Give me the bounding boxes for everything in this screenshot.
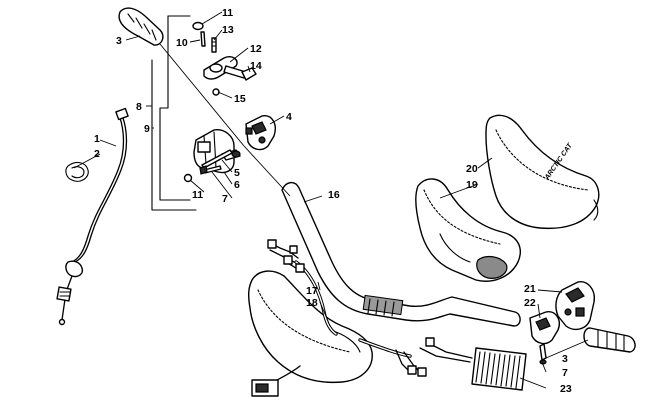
callout-18: 18 xyxy=(306,297,318,309)
callout-14: 14 xyxy=(250,60,262,72)
callout-13: 13 xyxy=(222,24,234,36)
callout-21: 21 xyxy=(524,283,536,295)
switch-housing-left xyxy=(245,115,276,151)
callout-7-left: 7 xyxy=(222,193,228,205)
throttle-lever xyxy=(203,56,257,81)
callout-2: 2 xyxy=(94,148,100,160)
hand-guard-cover-19 xyxy=(415,178,521,282)
left-grip xyxy=(118,7,164,46)
callout-10: 10 xyxy=(176,37,188,49)
callout-19: 19 xyxy=(466,179,478,191)
callout-16: 16 xyxy=(328,189,340,201)
right-grip xyxy=(583,327,636,353)
hand-guard-18 xyxy=(247,270,373,384)
screw-lower xyxy=(183,165,222,183)
callout-15: 15 xyxy=(234,93,246,105)
callout-12: 12 xyxy=(250,43,262,55)
callout-7-right: 7 xyxy=(562,367,568,379)
callout-22: 22 xyxy=(524,297,536,309)
callout-11-top: 11 xyxy=(222,7,233,19)
callout-1: 1 xyxy=(94,133,100,145)
callout-11-lower: 11 xyxy=(192,189,203,201)
callout-20: 20 xyxy=(466,163,478,175)
callout-5: 5 xyxy=(234,167,240,179)
callout-3-top: 3 xyxy=(116,35,122,47)
heating-element xyxy=(471,347,527,391)
hardware-top xyxy=(192,21,220,96)
handlebar xyxy=(281,181,521,327)
callout-17: 17 xyxy=(306,285,318,297)
callout-9: 9 xyxy=(144,123,150,135)
leader-lines xyxy=(73,11,589,389)
callout-3-bottom: 3 xyxy=(562,353,568,365)
wiring-harness-lower xyxy=(251,337,473,397)
callout-23: 23 xyxy=(560,383,572,395)
switch-housing-right xyxy=(529,281,595,365)
throttle-cable xyxy=(56,107,129,326)
hand-guard-cover-20: ARCTIC CAT xyxy=(485,114,600,230)
callouts: 3 1 2 8 9 10 11 13 12 14 15 4 5 6 7 11 1… xyxy=(94,7,572,395)
bracket-lines xyxy=(151,15,197,211)
callout-6: 6 xyxy=(234,179,240,191)
callout-4: 4 xyxy=(286,111,292,123)
callout-8: 8 xyxy=(136,101,142,113)
